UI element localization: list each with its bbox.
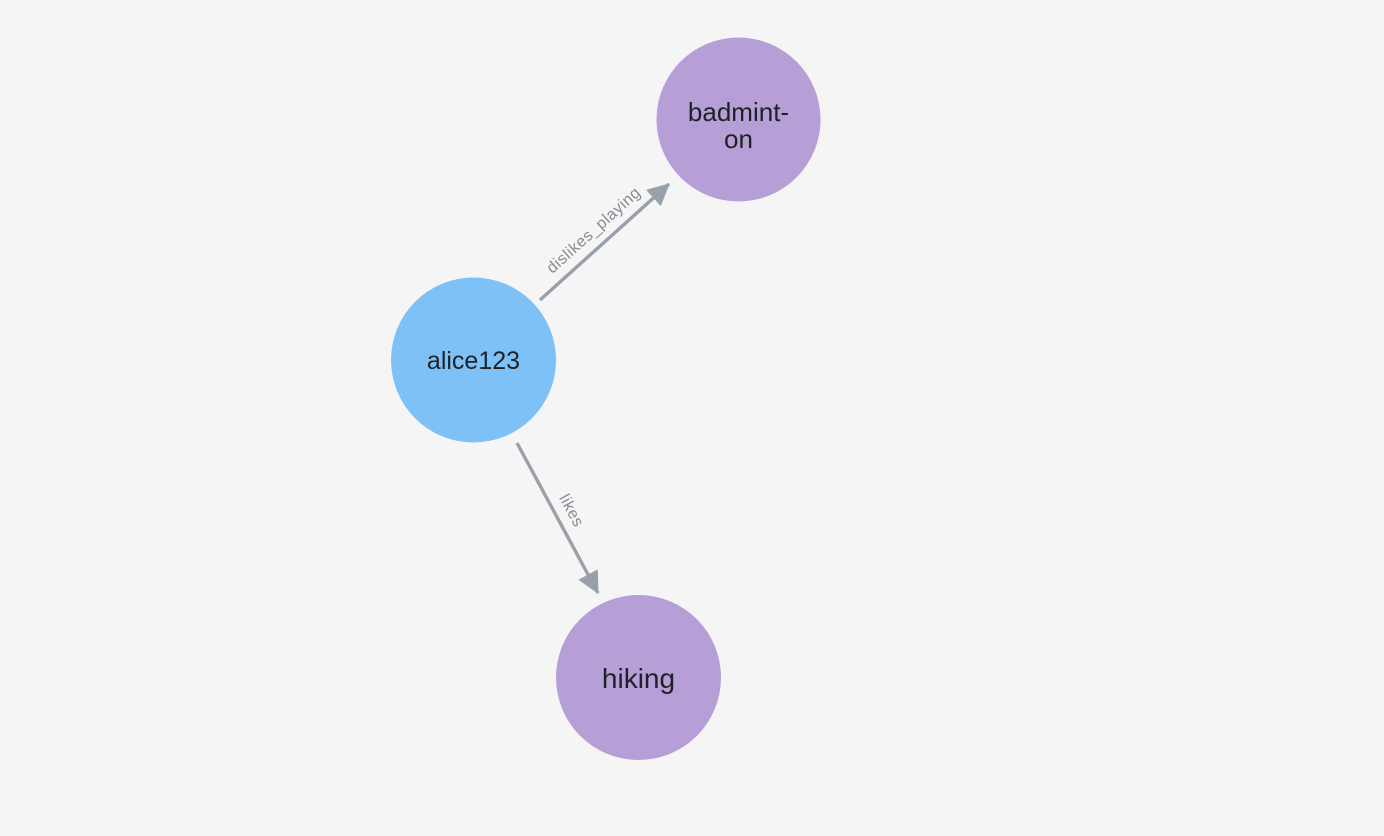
- node-circle-alice123[interactable]: [391, 277, 556, 443]
- edge-line-dislikes-playing[interactable]: [538, 182, 671, 302]
- node-badminton: badmint- on: [656, 37, 821, 202]
- node-circle-hiking[interactable]: [556, 595, 721, 760]
- edge-line-likes[interactable]: [515, 442, 600, 594]
- node-hiking: hiking: [556, 595, 721, 760]
- node-circle-badminton[interactable]: [656, 37, 821, 202]
- node-label-alice123: alice123: [427, 347, 520, 375]
- node-label-badminton-line1: badmint-: [688, 97, 789, 127]
- node-alice123: alice123: [391, 277, 556, 443]
- node-label-hiking: hiking: [602, 663, 675, 694]
- node-label-badminton-line2: on: [724, 124, 753, 154]
